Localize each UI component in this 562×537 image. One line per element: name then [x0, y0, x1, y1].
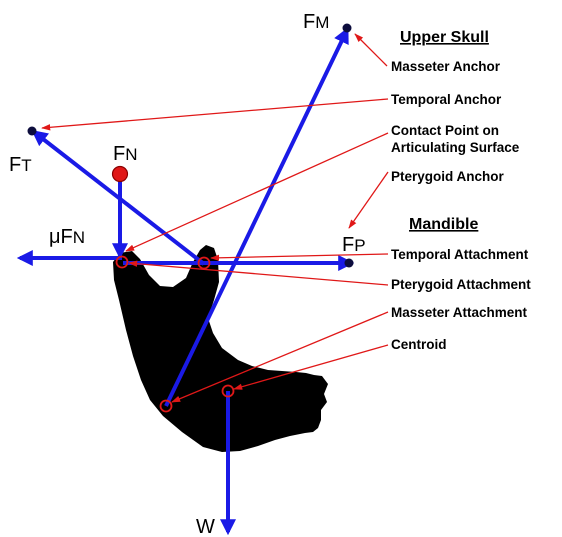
masseter-anchor-dot	[342, 23, 352, 33]
masseter-anchor-label: Masseter Anchor	[391, 59, 501, 74]
annotation-arrows	[41, 33, 389, 403]
centroid-circle	[221, 384, 235, 398]
pterygoid-anchor-label: Pterygoid Anchor	[391, 169, 505, 184]
pterygoid-anchor-pointer	[348, 171, 389, 229]
temporal-attachment-circle	[197, 256, 211, 270]
ft-label: FT	[9, 154, 32, 176]
force-vectors	[16, 27, 355, 536]
temporal-anchor-pointer	[41, 98, 389, 131]
mandible-heading: Mandible	[409, 216, 478, 233]
contact-point-pointer	[125, 132, 389, 252]
mandible-shape	[113, 245, 328, 452]
masseter-force-arrow	[164, 27, 349, 407]
pterygoid-attachment-pointer	[128, 260, 389, 286]
contact-point-marker	[111, 165, 129, 183]
fp-label: FP	[342, 234, 366, 256]
w-label: W	[196, 516, 215, 537]
centroid-label: Centroid	[391, 337, 447, 352]
temporal-attachment-label: Temporal Attachment	[391, 247, 529, 262]
ufn-label: μFN	[49, 226, 85, 248]
contact-point-label-line1: Contact Point on	[391, 123, 499, 138]
contact-point-label-line2: Articulating Surface	[391, 140, 520, 155]
masseter-attachment-label: Masseter Attachment	[391, 305, 528, 320]
temporal-attachment-pointer	[210, 253, 389, 261]
upper-skull-heading: Upper Skull	[400, 29, 489, 46]
pterygoid-anchor-dot	[344, 258, 354, 268]
masseter-attachment-circle	[159, 399, 173, 413]
pterygoid-attachment-label: Pterygoid Attachment	[391, 277, 531, 292]
masseter-anchor-pointer	[354, 33, 388, 67]
contact-circle	[115, 255, 129, 269]
fn-label: FN	[113, 143, 138, 165]
fm-label: FM	[303, 11, 329, 33]
centroid-pointer	[233, 344, 389, 390]
temporal-anchor-dot	[27, 126, 37, 136]
temporal-anchor-label: Temporal Anchor	[391, 92, 502, 107]
masseter-attachment-pointer	[171, 311, 389, 403]
